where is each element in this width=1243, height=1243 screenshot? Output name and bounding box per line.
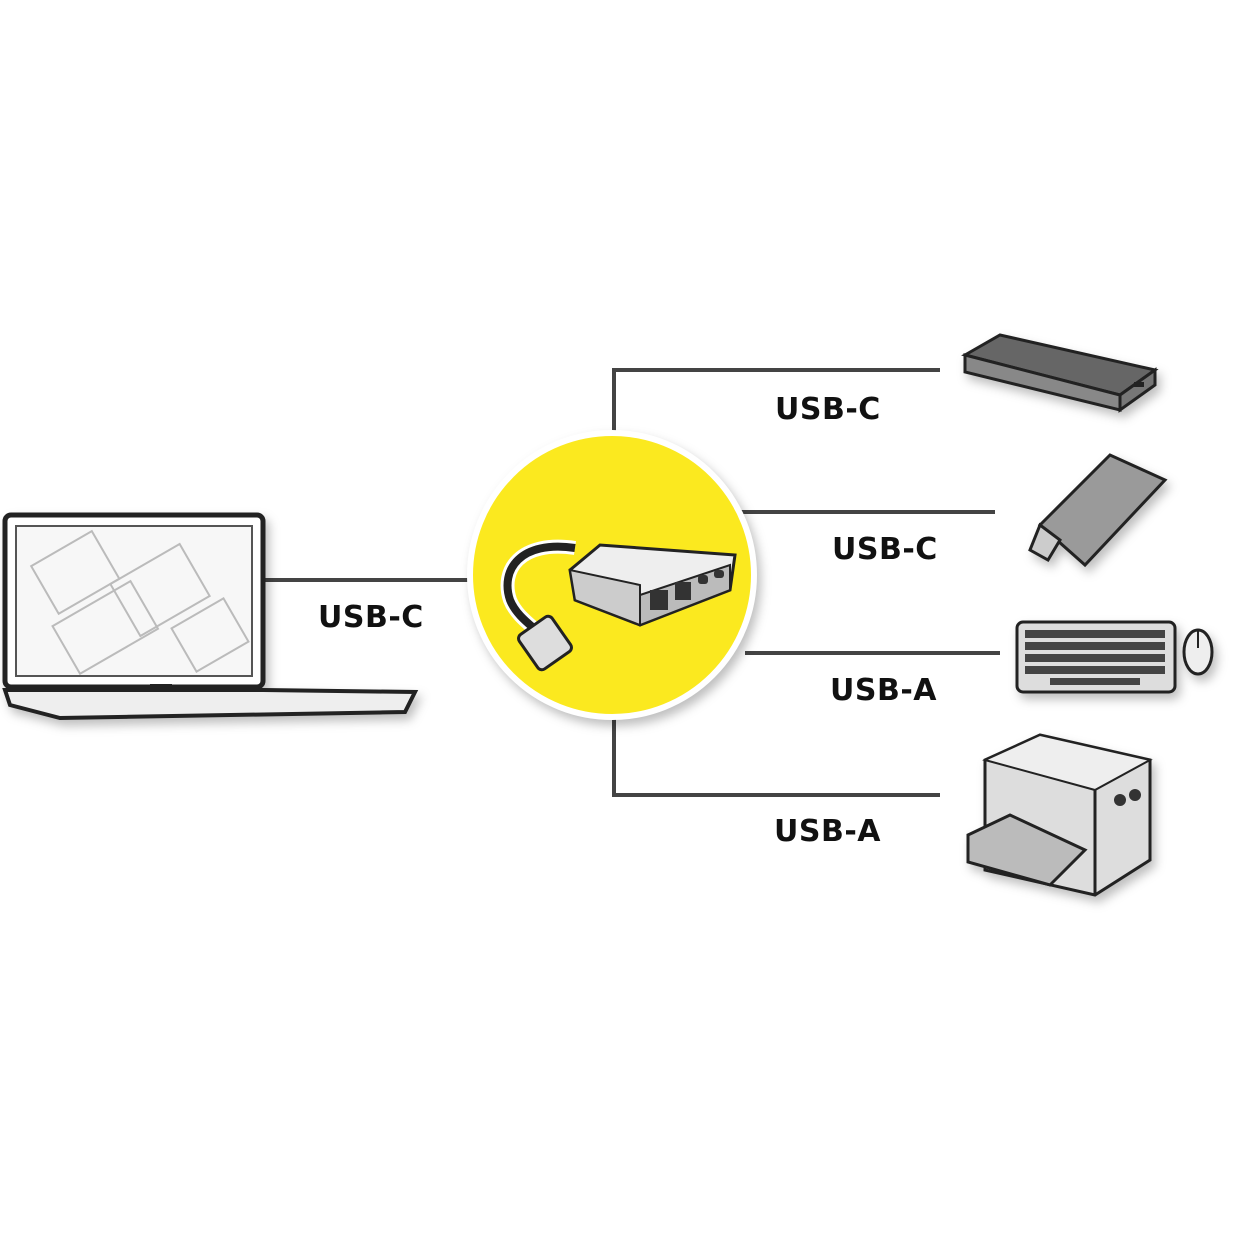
external-hard-drive-icon	[961, 333, 1159, 413]
laptop-icon	[2, 512, 419, 721]
source-label: USB-C	[318, 600, 424, 635]
output-label-hdd: USB-C	[775, 392, 881, 427]
output-label-flash: USB-C	[832, 532, 938, 567]
output-label-printer: USB-A	[774, 814, 882, 849]
line-hub-hdd	[612, 368, 940, 440]
usb-c-hub-icon	[500, 539, 737, 672]
keyboard-and-mouse-icon	[1015, 620, 1214, 694]
connection-lines	[262, 368, 1000, 797]
printer-icon	[966, 733, 1153, 897]
line-hub-printer	[612, 715, 940, 797]
usb-c-flash-drive-icon	[1028, 453, 1168, 568]
output-label-keyboard: USB-A	[830, 673, 938, 708]
